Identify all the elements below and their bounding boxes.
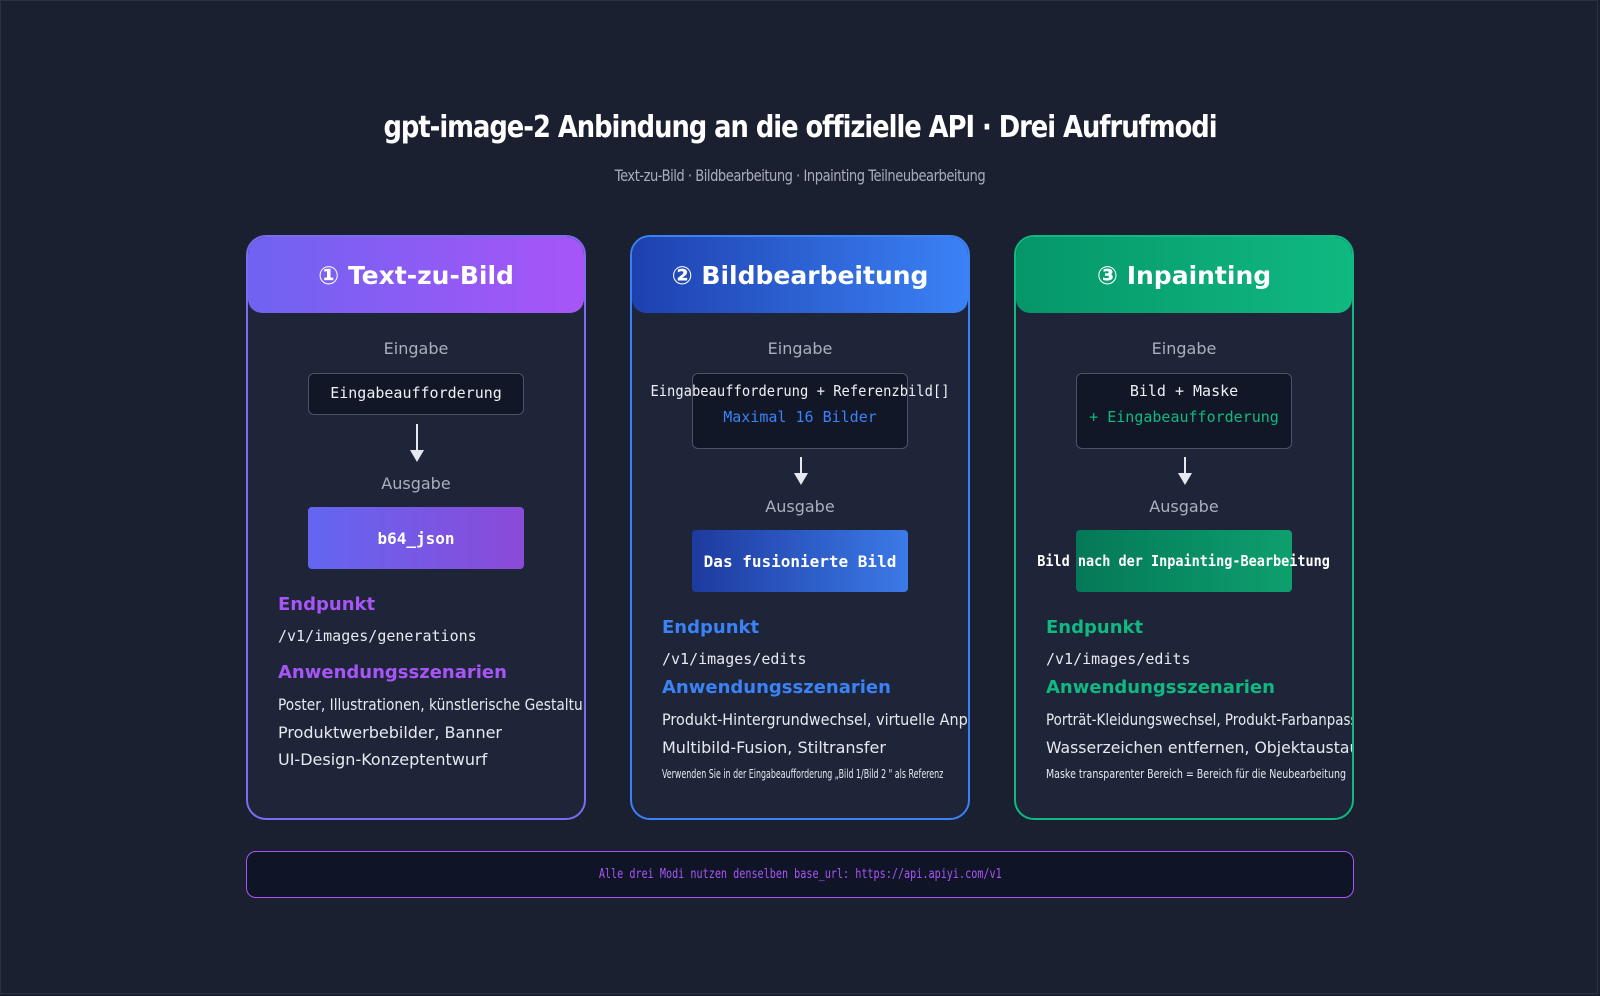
output-box: Bild nach der Inpainting-Bearbeitung (1038, 530, 1330, 592)
scenario-note: Maske transparenter Bereich = Bereich fü… (1046, 767, 1347, 781)
scenario-note: Verwenden Sie in der Eingabeaufforderung… (662, 767, 944, 781)
endpoint-heading: Endpunkt (662, 617, 760, 638)
scenarios-heading: Anwendungsszenarien (1046, 677, 1275, 698)
flow-arrow (1178, 457, 1192, 485)
mode-card-header: ③ Inpainting (1016, 237, 1352, 313)
output-label: Ausgabe (1149, 497, 1219, 516)
endpoint-heading: Endpunkt (1046, 617, 1144, 638)
input-box: Bild + Maske + Eingabeaufforderung (1076, 373, 1292, 449)
scenario-item: Produktwerbebilder, Banner (278, 723, 503, 742)
flow-arrow (410, 424, 424, 462)
input-label: Eingabe (767, 339, 833, 358)
footer-text: Alle drei Modi nutzen denselben base_url… (598, 867, 1002, 882)
mode-card-image-editing: ② Bildbearbeitung Eingabe Eingabeaufford… (630, 235, 970, 820)
input-box: Eingabeaufforderung + Referenzbild[] Max… (650, 373, 950, 449)
scenario-item: Porträt-Kleidungswechsel, Produkt-Farban… (1046, 710, 1354, 729)
input-label: Eingabe (1151, 339, 1217, 358)
scenarios-heading: Anwendungsszenarien (662, 677, 891, 698)
input-text: Eingabeaufforderung + Referenzbild[] (650, 382, 950, 400)
scenario-item: Multibild-Fusion, Stiltransfer (662, 738, 886, 757)
endpoint-path: /v1/images/edits (1046, 650, 1191, 668)
output-label: Ausgabe (765, 497, 835, 516)
endpoint-path: /v1/images/edits (662, 650, 807, 668)
input-extra: + Eingabeaufforderung (1089, 408, 1279, 426)
input-limit-note: Maximal 16 Bilder (723, 408, 877, 426)
input-label: Eingabe (383, 339, 449, 358)
endpoint-heading: Endpunkt (278, 594, 376, 615)
scenario-item: Produkt-Hintergrundwechsel, virtuelle An… (662, 710, 970, 729)
mode-card-text-to-image: ① Text-zu-Bild Eingabe Eingabeaufforderu… (246, 235, 586, 820)
mode-card-inpainting: ③ Inpainting Eingabe Bild + Maske + Eing… (1014, 235, 1354, 820)
scenario-item: Wasserzeichen entfernen, Objektaustausch (1046, 738, 1354, 757)
output-box: b64_json (308, 507, 524, 569)
mode-card-header: ① Text-zu-Bild (248, 237, 584, 313)
endpoint-path: /v1/images/generations (278, 627, 477, 645)
output-label: Ausgabe (381, 474, 451, 493)
input-box: Eingabeaufforderung (308, 373, 524, 415)
diagram-subtitle: Text-zu-Bild · Bildbearbeitung · Inpaint… (614, 166, 986, 185)
flow-arrow (794, 457, 808, 485)
output-text: Bild nach der Inpainting-Bearbeitung (1037, 552, 1331, 570)
shared-base-url-note: Alle drei Modi nutzen denselben base_url… (246, 851, 1354, 898)
diagram-title: gpt-image-2 Anbindung an die offizielle … (383, 110, 1217, 145)
input-text: Eingabeaufforderung (330, 384, 502, 402)
input-text: Bild + Maske (1129, 382, 1239, 400)
scenarios-heading: Anwendungsszenarien (278, 662, 507, 683)
output-box: Das fusionierte Bild (692, 530, 908, 592)
scenario-item: UI-Design-Konzeptentwurf (278, 750, 488, 769)
mode-card-header: ② Bildbearbeitung (632, 237, 968, 313)
scenario-item: Poster, Illustrationen, künstlerische Ge… (278, 695, 586, 714)
